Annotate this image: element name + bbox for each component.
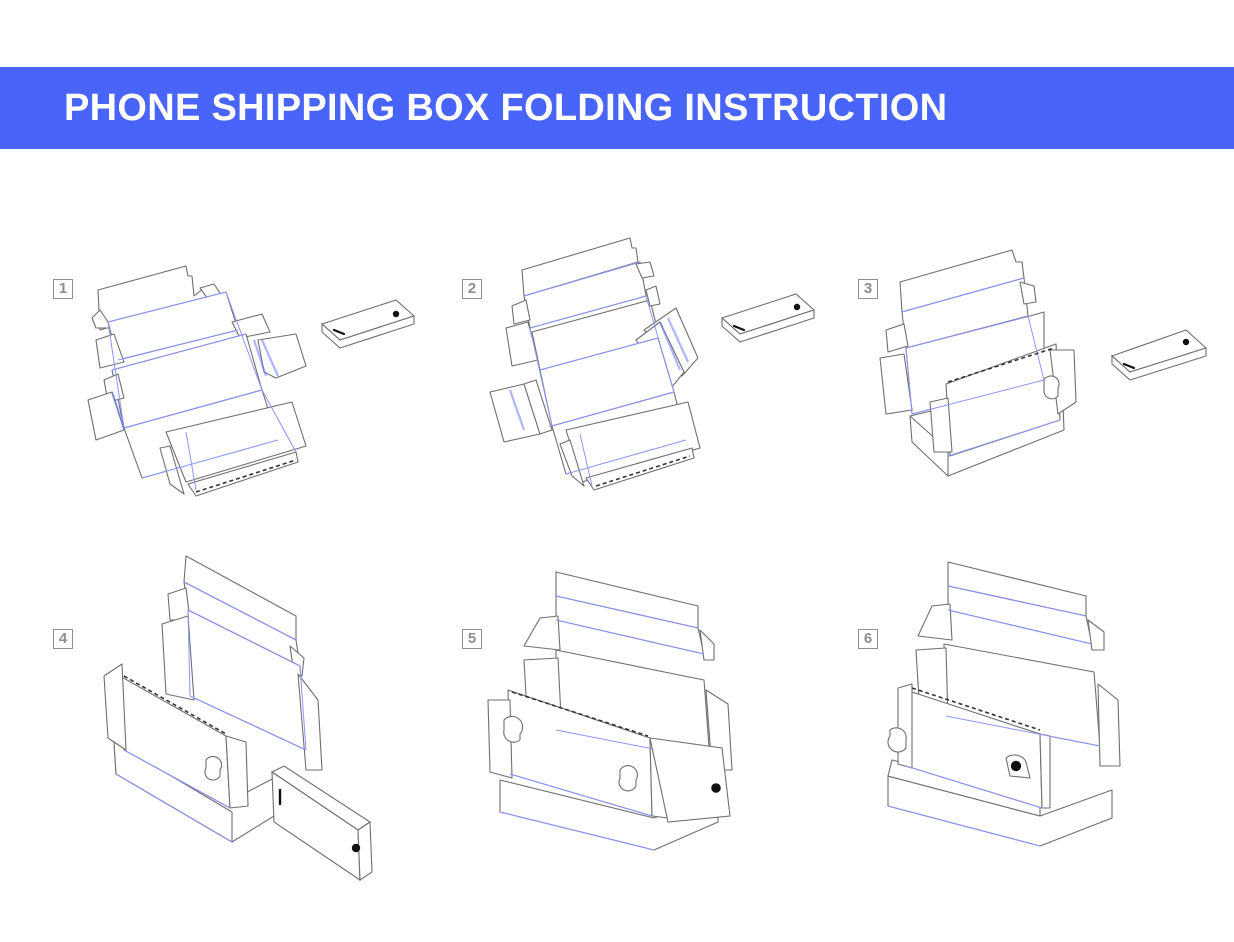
- box-with-insert: [103, 555, 323, 843]
- box-side-flaps-raised: [489, 237, 701, 491]
- step-6-badge: 6: [858, 629, 878, 649]
- phone: [320, 299, 416, 349]
- phone: [1110, 329, 1208, 381]
- phone: [1005, 754, 1031, 779]
- page-title: PHONE SHIPPING BOX FOLDING INSTRUCTION: [64, 87, 948, 129]
- phone: [720, 293, 816, 343]
- step-1-badge: 1: [53, 279, 73, 299]
- step-4-badge: 4: [53, 629, 73, 649]
- title-banner: PHONE SHIPPING BOX FOLDING INSTRUCTION: [0, 67, 1234, 149]
- box-phone-inserted: [487, 571, 733, 851]
- phone: [270, 765, 373, 882]
- box-holder-folded: [887, 561, 1121, 847]
- box-insert-raised: [879, 249, 1077, 477]
- flat-box-template: [87, 265, 307, 497]
- step-5-badge: 5: [462, 629, 482, 649]
- phone: [649, 737, 731, 823]
- step-3-badge: 3: [858, 279, 878, 299]
- step-2-badge: 2: [462, 279, 482, 299]
